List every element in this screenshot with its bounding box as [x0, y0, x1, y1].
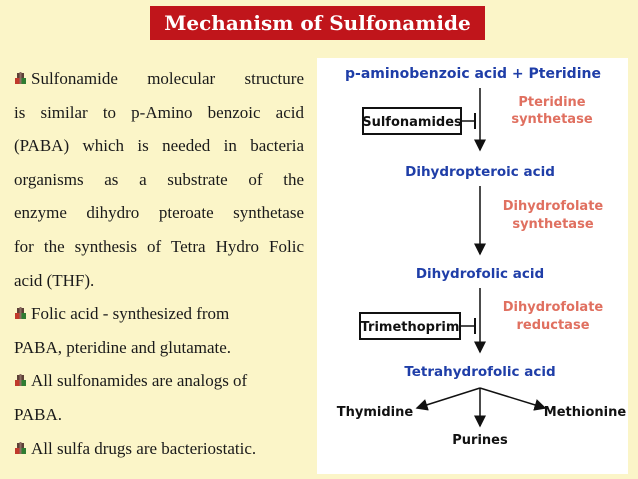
bullet-line: Folic acid - synthesized from: [14, 297, 304, 331]
text-line: organisms as a substrate of the: [14, 169, 304, 189]
thymidine-label: Thymidine: [337, 405, 414, 420]
bullet-text-block: Sulfonamide molecular structure is simil…: [14, 62, 304, 465]
bullet-line: All sulfonamides are analogs of: [14, 364, 304, 398]
text-line: PABA, pteridine and glutamate.: [14, 337, 232, 357]
bullet-line: Sulfonamide molecular structure: [14, 62, 304, 96]
tetrahydrofolic-acid-label: Tetrahydrofolic acid: [404, 364, 555, 380]
text-line: Sulfonamide molecular structure: [31, 69, 304, 88]
text-line: All sulfonamides are analogs of: [31, 371, 248, 391]
dihydrofolic-acid-label: Dihydrofolic acid: [416, 266, 544, 282]
text-line: (PABA) which is needed in bacteria: [14, 136, 304, 156]
text-line: All sulfa drugs are bacteriostatic.: [31, 438, 257, 458]
folate-pathway-diagram: p-aminobenzoic acid + Pteridine Sulfonam…: [317, 58, 628, 474]
sulfonamides-label: Sulfonamides: [362, 115, 462, 130]
enzyme-2-line1: Dihydrofolate: [503, 199, 604, 214]
text-line: PABA.: [14, 404, 63, 424]
trimethoprim-box: [359, 312, 461, 340]
bullet-icon: [14, 374, 27, 387]
trimethoprim-label: Trimethoprim: [361, 320, 460, 335]
text-line: is similar to p-Amino benzoic acid: [14, 102, 304, 122]
enzyme-1-line1: Pteridine: [518, 95, 585, 110]
enzyme-1-line2: synthetase: [511, 112, 592, 127]
text-line: enzyme dihydro pteroate synthetase: [14, 203, 304, 223]
text-line: Folic acid - synthesized from: [31, 304, 230, 324]
sulfonamides-box: [362, 107, 462, 135]
pathway-svg: p-aminobenzoic acid + Pteridine Sulfonam…: [337, 66, 627, 448]
enzyme-2-line2: synthetase: [512, 217, 593, 232]
bullet-icon: [14, 441, 27, 455]
purines-label: Purines: [452, 433, 508, 448]
text-line: acid (THF).: [14, 270, 95, 290]
arrow-to-methionine: [479, 387, 547, 411]
bullet-icon: [14, 72, 27, 85]
arrow-to-thymidine: [415, 387, 481, 411]
slide-title: Mechanism of Sulfonamide: [150, 6, 485, 40]
enzyme-3-line2: reductase: [516, 318, 589, 333]
substrates-label: p-aminobenzoic acid + Pteridine: [345, 66, 601, 82]
methionine-label: Methionine: [544, 405, 627, 420]
text-line: for the synthesis of Tetra Hydro Folic: [14, 236, 304, 256]
enzyme-3-line1: Dihydrofolate: [503, 300, 604, 315]
bullet-icon: [14, 307, 27, 320]
bullet-line: All sulfa drugs are bacteriostatic.: [14, 432, 304, 466]
dihydropteroic-acid-label: Dihydropteroic acid: [405, 164, 555, 180]
